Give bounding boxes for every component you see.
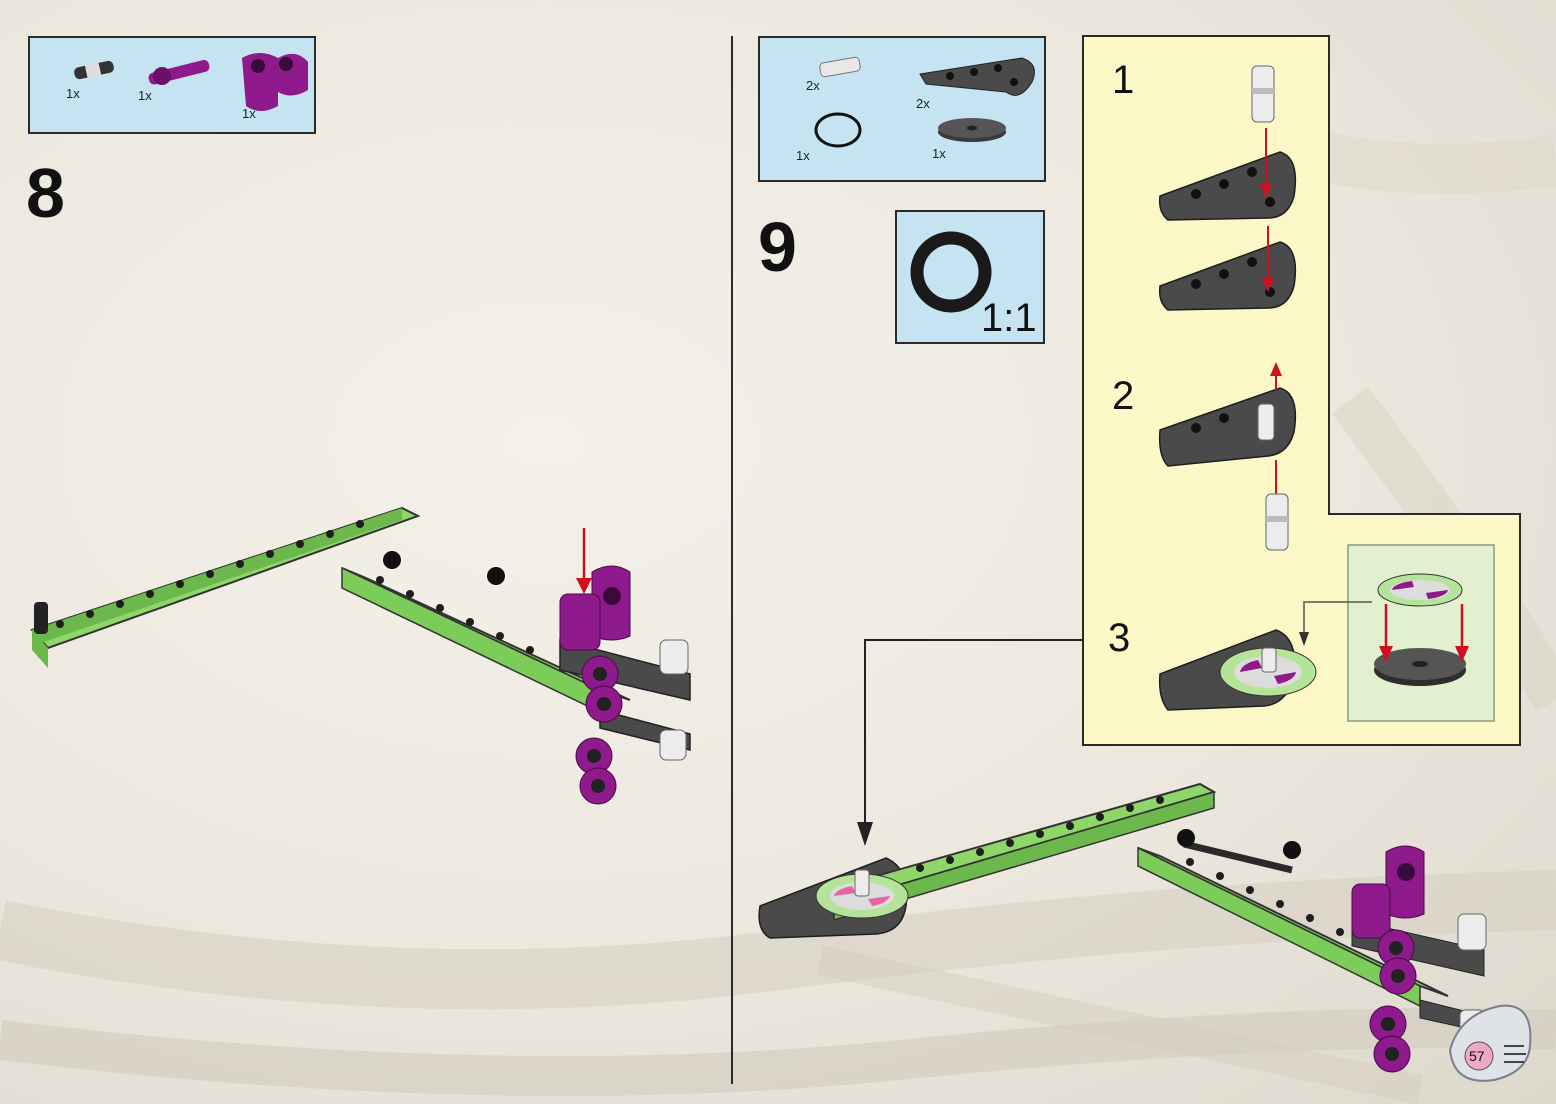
scale-box: 1:1	[895, 210, 1045, 344]
substep2-peg-icon	[1265, 493, 1289, 551]
step8-number: 8	[26, 154, 65, 232]
step9-number: 9	[758, 208, 797, 286]
substep-1-number: 1	[1112, 58, 1135, 102]
rubber-ring-scale-icon	[910, 231, 992, 313]
axle-pin-icon	[148, 59, 210, 85]
page-number: 57	[1469, 1048, 1485, 1064]
connector-peg-icon	[74, 60, 114, 80]
step8-parts-box: 1x 1x 1x	[28, 36, 316, 134]
cross-block-icon	[242, 53, 308, 111]
inset-disc-icon	[1374, 573, 1466, 686]
substep1-triangle-beam-bottom-icon	[1158, 241, 1297, 311]
axle-peg-icon	[819, 56, 861, 78]
step9-part4-qty: 1x	[932, 146, 946, 161]
step8-part2-qty: 1x	[138, 88, 152, 103]
substep1-peg-icon	[1251, 65, 1275, 123]
substep3-assembly-icon	[1158, 629, 1317, 711]
substep-2-number: 2	[1112, 374, 1135, 418]
substep1-triangle-beam-top-icon	[1158, 151, 1297, 221]
step8-part3-qty: 1x	[242, 106, 256, 121]
step8-part1-qty: 1x	[66, 86, 80, 101]
turntable-disc-icon	[938, 118, 1006, 142]
scale-label: 1:1	[981, 296, 1037, 340]
step8-model	[30, 506, 691, 805]
rubber-ring-icon	[814, 112, 862, 148]
triangle-beam-icon	[919, 57, 1035, 96]
step9-part3-qty: 1x	[796, 148, 810, 163]
step9-part2-qty: 2x	[916, 96, 930, 111]
step9-parts-art	[814, 56, 1035, 148]
step8-parts-art	[74, 53, 308, 111]
substep2-triangle-beam-icon	[1158, 387, 1297, 467]
page-divider	[731, 36, 733, 1084]
step9-parts-box: 2x 2x 1x 1x	[758, 36, 1046, 182]
substep-3-number: 3	[1108, 616, 1131, 660]
step9-part1-qty: 2x	[806, 78, 820, 93]
